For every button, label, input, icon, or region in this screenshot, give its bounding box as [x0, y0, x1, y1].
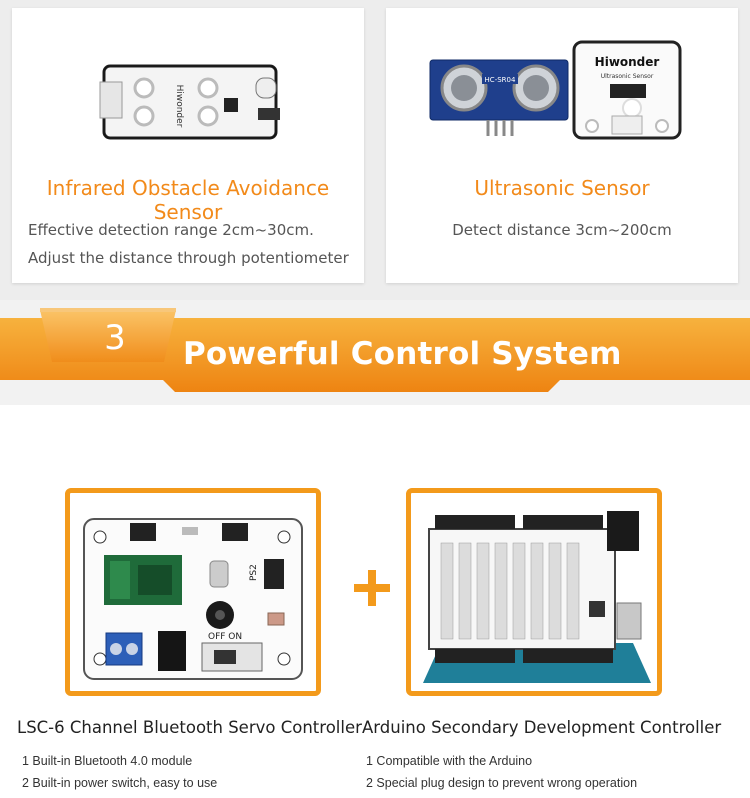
- infrared-sensor-image: Hiwonder: [99, 64, 280, 140]
- arduino-product-title: Arduino Secondary Development Controller: [362, 718, 722, 737]
- arduino-board-image: [423, 511, 651, 683]
- infrared-board-label: Hiwonder: [174, 85, 184, 128]
- lsc6-board-image: PS2 OFF ON: [83, 518, 303, 680]
- lsc6-feature-list: 1 Built-in Bluetooth 4.0 module 2 Built-…: [22, 751, 217, 794]
- list-item: 1 Built-in Bluetooth 4.0 module: [22, 754, 193, 768]
- section-banner: [0, 300, 750, 405]
- infrared-sensor-title: Infrared Obstacle Avoidance Sensor: [46, 176, 330, 224]
- power-switch-label: OFF ON: [208, 632, 242, 642]
- section-number: 3: [104, 318, 126, 358]
- arduino-feature-list: 1 Compatible with the Arduino 2 Special …: [366, 751, 637, 794]
- plus-icon: [354, 570, 390, 606]
- list-item: 2 Built-in power switch, easy to use: [22, 775, 218, 790]
- list-item: 2 Special plug design to prevent wrong o…: [366, 775, 638, 790]
- ps2-label: PS2: [249, 564, 259, 581]
- section-title: Powerful Control System: [183, 336, 622, 372]
- lsc6-product-title: LSC-6 Channel Bluetooth Servo Controller: [17, 718, 362, 737]
- list-item: 1 Compatible with the Arduino: [366, 754, 533, 768]
- ultrasonic-sensor-description: Detect distance 3cm~200cm: [452, 221, 672, 239]
- ultrasonic-sensor-title: Ultrasonic Sensor: [474, 176, 650, 200]
- infrared-sensor-description: Effective detection range 2cm~30cm. Adju…: [28, 221, 349, 267]
- ultrasonic-board-brand: Hiwonder: [595, 55, 660, 69]
- ultrasonic-board-sublabel: Ultrasonic Sensor: [601, 73, 654, 80]
- ultrasonic-sensor-card: HC-SR04 Hiwonder Ultrasonic Sensor Ultra…: [386, 8, 738, 283]
- hc-sr04-label: HC-SR04: [485, 76, 516, 84]
- arduino-board-frame: [406, 488, 662, 696]
- lsc6-board-frame: PS2 OFF ON: [65, 488, 321, 696]
- ultrasonic-sensor-image: HC-SR04 Hiwonder Ultrasonic Sensor: [429, 40, 682, 140]
- infrared-sensor-card: Hiwonder Infrared Obstacle Avoidance Sen…: [12, 8, 364, 283]
